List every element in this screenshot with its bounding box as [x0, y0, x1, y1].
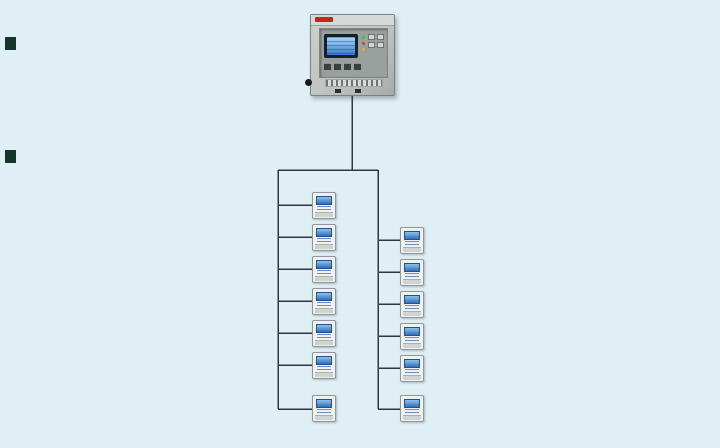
edge-marker: [5, 37, 16, 50]
sensor-label-area: [405, 305, 419, 310]
sensor-label-area: [317, 334, 331, 339]
sensor-base: [403, 375, 421, 380]
fault-led: [362, 48, 365, 51]
sensor-lcd-screen: [404, 295, 420, 304]
sensor-base: [315, 415, 333, 420]
sensor-base: [403, 415, 421, 420]
sensor-label-area: [317, 366, 331, 371]
sensor-lcd-screen: [404, 399, 420, 408]
controller-front-panel: [319, 28, 388, 78]
brand-logo: [315, 17, 333, 22]
sensor-label-area: [317, 409, 331, 414]
sensor-label-area: [405, 369, 419, 374]
lcd-screen: [327, 37, 355, 55]
sensor-lcd-screen: [316, 324, 332, 333]
sensor-label-area: [317, 206, 331, 211]
gas-alarm-controller: [305, 14, 395, 96]
sensor-label-area: [317, 238, 331, 243]
sensor-lcd-screen: [316, 356, 332, 365]
sensor-module: [400, 395, 424, 422]
sensor-module: [400, 259, 424, 286]
edge-marker: [5, 150, 16, 163]
sensor-lcd-screen: [316, 260, 332, 269]
sensor-base: [315, 276, 333, 281]
sensor-label-area: [317, 302, 331, 307]
sensor-label-area: [317, 270, 331, 275]
sensor-module: [312, 320, 336, 347]
cable-gland: [355, 89, 361, 93]
display-bezel: [324, 34, 358, 58]
sensor-base: [315, 244, 333, 249]
sensor-lcd-screen: [316, 196, 332, 205]
sensor-lcd-screen: [316, 292, 332, 301]
sensor-module: [312, 192, 336, 219]
sensor-lcd-screen: [404, 327, 420, 336]
sensor-module: [312, 224, 336, 251]
sensor-label-area: [405, 273, 419, 278]
sensor-module: [400, 355, 424, 382]
sensor-lcd-screen: [316, 399, 332, 408]
sensor-label-area: [405, 409, 419, 414]
panel-button: [344, 63, 351, 70]
controller-top-strip: [311, 15, 394, 26]
sensor-base: [403, 343, 421, 348]
panel-button: [334, 63, 341, 70]
keypad-key: [377, 34, 384, 40]
button-row: [324, 63, 361, 70]
sensor-label-area: [405, 337, 419, 342]
sensor-base: [403, 311, 421, 316]
sensor-module: [312, 352, 336, 379]
keypad-key: [377, 42, 384, 48]
alarm-led: [362, 42, 365, 45]
sensor-base: [315, 340, 333, 345]
side-connector: [305, 79, 312, 86]
sensor-base: [315, 372, 333, 377]
sensor-label-area: [405, 241, 419, 246]
sensor-module: [400, 291, 424, 318]
sensor-module: [312, 256, 336, 283]
sensor-lcd-screen: [404, 359, 420, 368]
sensor-base: [403, 247, 421, 252]
cable-gland: [335, 89, 341, 93]
sensor-lcd-screen: [316, 228, 332, 237]
sensor-module: [400, 227, 424, 254]
sensor-module: [400, 323, 424, 350]
panel-button: [324, 63, 331, 70]
sensor-lcd-screen: [404, 263, 420, 272]
keypad-key: [368, 34, 375, 40]
model-label-strip: [325, 79, 383, 87]
keypad-key: [368, 42, 375, 48]
sensor-base: [315, 308, 333, 313]
power-led: [362, 36, 365, 39]
keypad: [368, 34, 384, 49]
sensor-module: [312, 395, 336, 422]
panel-button: [354, 63, 361, 70]
sensor-base: [403, 279, 421, 284]
sensor-lcd-screen: [404, 231, 420, 240]
sensor-base: [315, 212, 333, 217]
sensor-module: [312, 288, 336, 315]
